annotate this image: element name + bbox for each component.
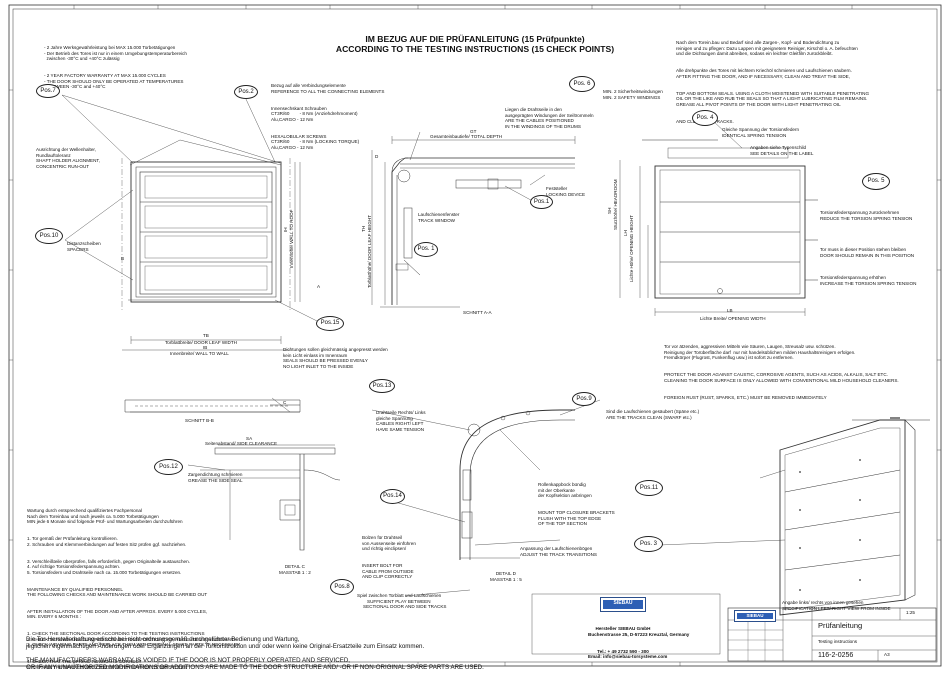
maintenance-instructions: Wartung durch entsprechend qualifizierte… bbox=[27, 508, 241, 670]
callout-pos7: Pos.7 bbox=[36, 84, 60, 98]
callout-pos1-lower: Pos. 1 bbox=[414, 242, 438, 257]
drawing-number: 116-2-0256 bbox=[818, 652, 854, 659]
dim-sa: SA bbox=[246, 436, 253, 441]
corrosion-protection-note: Tor vor ätzenden, aggressiven Mitteln wi… bbox=[664, 344, 899, 400]
dim-ib: IB bbox=[203, 345, 208, 350]
dim-gt-label: Gesamteinbautiefe/ TOTAL DEPTH bbox=[430, 134, 503, 139]
remain-position-note: Tor muss in dieser Position stehen bleib… bbox=[820, 247, 915, 258]
warranty-top: - 2 Jahre Werksgewährleistung bei MAX 15… bbox=[44, 45, 187, 90]
marker-d: D bbox=[375, 154, 379, 159]
dim-sh-label: Sturzhöhe/ HEADROOM bbox=[613, 179, 618, 230]
dim-tb: TB bbox=[203, 333, 209, 338]
dim-ih-label: Innenhöhe/ WALL TO ROOF bbox=[289, 209, 294, 268]
callout-pos15: Pos.15 bbox=[316, 316, 344, 331]
track-play-note: Spiel zwischen Torblatt und Laufschienen… bbox=[357, 593, 447, 610]
title-de: IM BEZUG AUF DIE PRÜFANLEITUNG (15 Prüfp… bbox=[365, 34, 585, 44]
seals-note: Dichtungen sollen gleichmässig angepress… bbox=[283, 347, 388, 369]
marker-a: A bbox=[317, 284, 321, 289]
callout-pos3: Pos. 3 bbox=[634, 536, 663, 552]
dim-ih: IH bbox=[283, 227, 288, 232]
drawing-revision: A3 bbox=[884, 652, 890, 657]
drawing-title-en: Testing instructions bbox=[818, 639, 858, 644]
drawing-title-de: Prüfanleitung bbox=[818, 621, 863, 630]
marker-c: C bbox=[283, 400, 287, 405]
callout-pos12: Pos.12 bbox=[154, 459, 183, 475]
siebau-logo: SIEBAU bbox=[600, 597, 646, 612]
dim-tb-label: Torblattbreite/ DOOR LEAF WIDTH bbox=[165, 340, 237, 345]
callout-pos13: Pos.13 bbox=[369, 379, 395, 393]
dim-lh-label: Lichte Höhe/ OPENING HEIGHT bbox=[629, 215, 634, 282]
callout-pos11: Pos.11 bbox=[635, 480, 663, 496]
title-en: ACCORDING TO THE TESTING INSTRUCTIONS (1… bbox=[335, 44, 615, 54]
callout-pos10: Pos.10 bbox=[35, 228, 63, 244]
callout-pos14: Pos.14 bbox=[380, 489, 405, 504]
callout-pos5: Pos. 5 bbox=[862, 173, 890, 190]
dim-lb: LB bbox=[727, 308, 733, 313]
dim-ib-label: Innenbreite/ WALL TO WALL bbox=[170, 351, 229, 356]
dim-sa-label: Seitenabstand/ SIDE CLEARANCE bbox=[205, 441, 278, 446]
callout-pos1-upper: Pos.1 bbox=[530, 195, 553, 209]
callout-pos4: Pos. 4 bbox=[692, 110, 718, 126]
footer-en: THE MANUFACTURER'S WARRANTY IS VOIDED IF… bbox=[26, 657, 484, 671]
clean-tracks-note: Sind die Laufschienen gesäubert (Späne e… bbox=[606, 409, 700, 420]
callout-pos6: Pos. 6 bbox=[569, 76, 595, 92]
callout-pos8: Pos.8 bbox=[330, 579, 354, 595]
callout-pos2: Pos.2 bbox=[234, 85, 258, 99]
callout-pos9: Pos.9 bbox=[572, 392, 596, 406]
section-bb-label: SCHNITT B-B bbox=[185, 418, 214, 423]
seal-maintenance-note: Nach dem Torein.bau und Bedarf sind alle… bbox=[676, 40, 870, 124]
siebau-logo-title: SIEBAU bbox=[734, 610, 776, 622]
footer-de: Die Tor-Herstellerhaftung erlischt bei n… bbox=[26, 636, 425, 650]
section-aa-label: SCHNITT A-A bbox=[463, 310, 492, 315]
marker-b: B bbox=[121, 256, 125, 261]
dim-lb-label: Lichte Breite/ OPENING WIDTH bbox=[700, 316, 766, 321]
dim-lh: LH bbox=[623, 230, 628, 236]
dim-sh: SH bbox=[607, 207, 612, 214]
shaft-alignment-note: Ausrichtung der Wellenhalter,Rundlauftol… bbox=[36, 147, 100, 169]
drawing-scale: 1:25 bbox=[906, 610, 915, 615]
dim-th: TH bbox=[361, 225, 366, 232]
dim-th-label: Torblatthöhe/ DOOR LEAF HEIGHT bbox=[367, 214, 372, 288]
dim-gt: GT bbox=[470, 129, 477, 134]
